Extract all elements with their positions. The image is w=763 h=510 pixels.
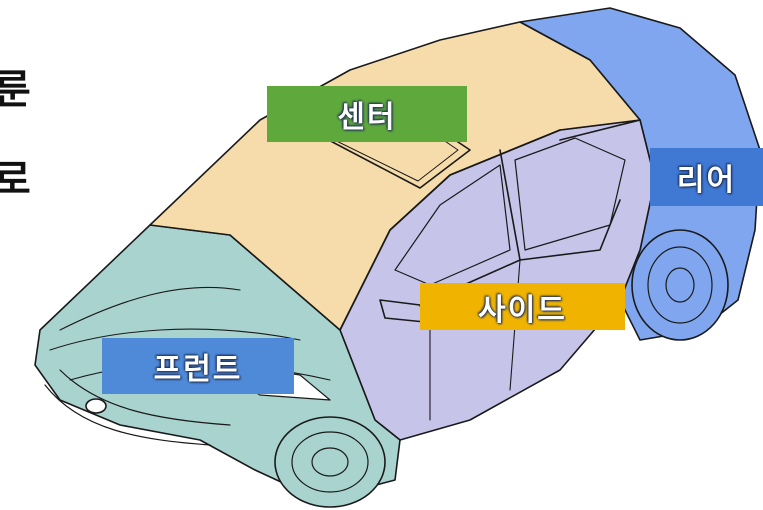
emblem (86, 399, 106, 413)
label-side: 사이드 (420, 283, 625, 330)
label-front: 프런트 (102, 338, 294, 394)
label-rear: 리어 (650, 148, 763, 206)
label-center: 센터 (267, 86, 467, 142)
